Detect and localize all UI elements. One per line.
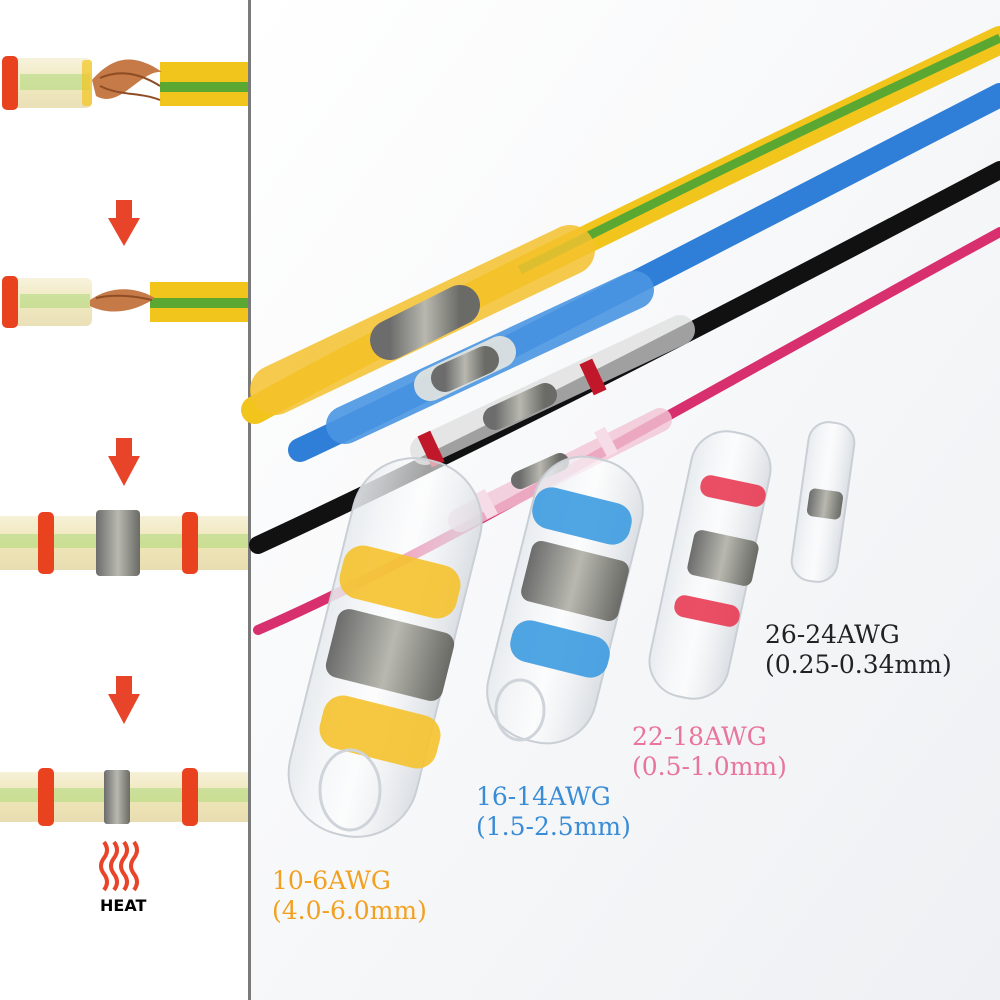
size-label-26-24awg: 26-24AWG (0.25-0.34mm) bbox=[765, 620, 952, 680]
connector-26-24awg bbox=[790, 421, 856, 583]
step-1-unsoldered bbox=[2, 56, 248, 110]
size-label-16-14awg: 16-14AWG (1.5-2.5mm) bbox=[476, 782, 631, 842]
connector-on-yellow-wire bbox=[250, 225, 595, 415]
panel-divider bbox=[248, 0, 251, 1000]
gauge-text: 22-18AWG bbox=[632, 722, 767, 751]
range-text: (0.25-0.34mm) bbox=[765, 650, 952, 679]
size-label-10-6awg: 10-6AWG (4.0-6.0mm) bbox=[272, 866, 427, 926]
gauge-text: 10-6AWG bbox=[272, 866, 391, 895]
step-3-shrunk bbox=[0, 510, 248, 576]
gauge-text: 16-14AWG bbox=[476, 782, 611, 811]
range-text: (0.5-1.0mm) bbox=[632, 752, 787, 781]
arrow-down-icon bbox=[108, 438, 140, 486]
connector-22-18awg bbox=[648, 430, 772, 700]
step-2-inserted bbox=[2, 276, 248, 328]
connector-16-14awg bbox=[486, 455, 644, 745]
size-label-22-18awg: 22-18AWG (0.5-1.0mm) bbox=[632, 722, 787, 782]
arrow-down-icon bbox=[108, 200, 140, 246]
range-text: (1.5-2.5mm) bbox=[476, 812, 631, 841]
left-panel-bg bbox=[0, 0, 248, 1000]
arrow-down-icon bbox=[108, 676, 140, 724]
connector-on-black-wire bbox=[410, 315, 695, 468]
connector-on-blue-wire bbox=[326, 271, 654, 444]
heat-icon bbox=[99, 840, 139, 892]
heat-label: HEAT bbox=[100, 896, 147, 915]
range-text: (4.0-6.0mm) bbox=[272, 896, 427, 925]
step-4-sealed bbox=[0, 768, 248, 826]
gauge-text: 26-24AWG bbox=[765, 620, 900, 649]
connector-10-6awg bbox=[287, 457, 483, 838]
